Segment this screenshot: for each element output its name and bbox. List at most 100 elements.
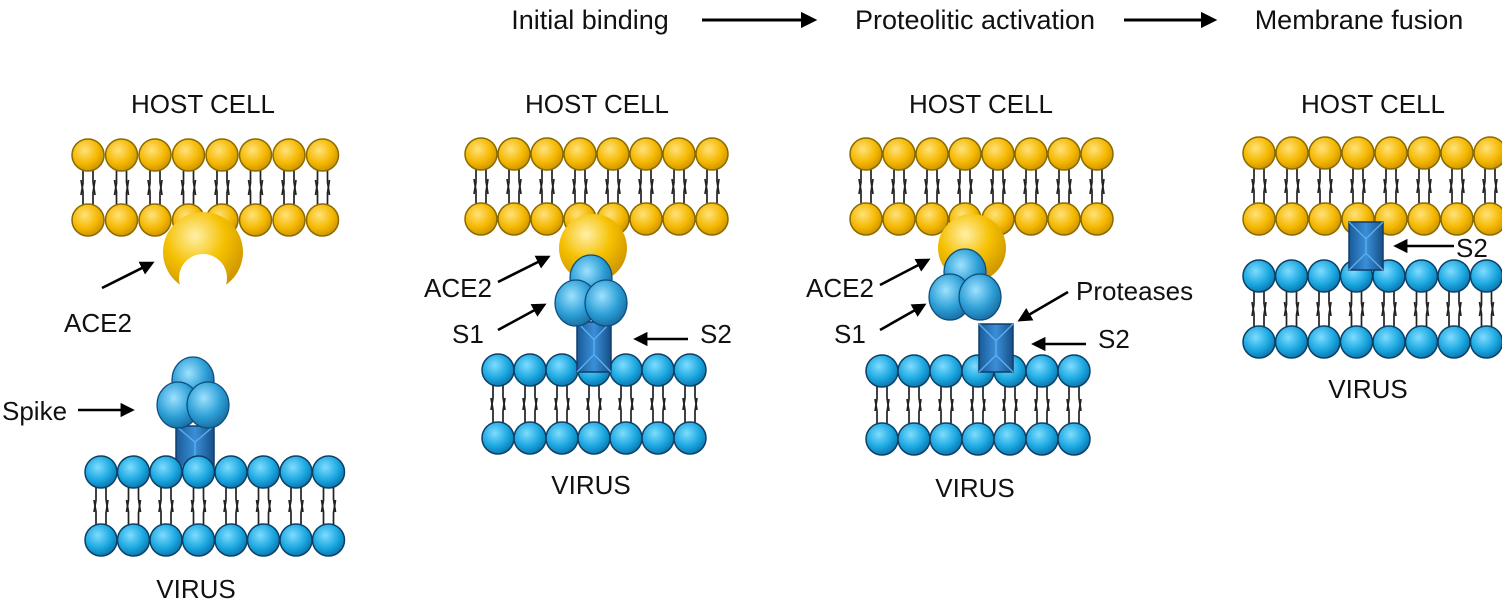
lipid-tail	[259, 169, 264, 196]
host-lipid-head	[71, 203, 105, 237]
host-lipid-head	[948, 137, 982, 171]
lipid-tail	[226, 169, 230, 196]
host-lipid-head	[530, 137, 564, 171]
virus-lipid-head	[116, 455, 151, 489]
lipid-tail	[300, 499, 304, 526]
lipid-tail	[891, 178, 895, 205]
lipid-tail	[190, 499, 195, 526]
lipid-tail	[1350, 167, 1354, 194]
virus-lipid-head	[545, 421, 579, 455]
lipid-tail	[683, 178, 687, 205]
spike-protein-2	[554, 254, 628, 373]
host-lipid-head	[1407, 202, 1441, 236]
lipid-tail	[159, 169, 163, 196]
lipid-tail	[1023, 178, 1027, 205]
lipid-tail	[566, 397, 570, 424]
lipid-tail	[485, 178, 489, 205]
lipid-tail	[1416, 167, 1420, 194]
lipid-tail	[662, 397, 666, 424]
lipid-tail	[650, 178, 654, 205]
lipid-tail	[170, 499, 174, 526]
s1-lobe	[958, 273, 1002, 321]
host-lipid-head	[104, 138, 139, 172]
proteases-label-3: Proteases	[1076, 276, 1193, 306]
host-lipid-head	[530, 202, 564, 236]
host-lipid-head	[1014, 137, 1048, 171]
lipid-tail	[506, 178, 510, 205]
lipid-tail	[214, 169, 218, 196]
lipid-tail	[1089, 168, 1093, 195]
virus-lipid-head	[673, 421, 707, 455]
host-lipid-head	[1080, 202, 1114, 236]
lipid-tail	[332, 499, 337, 526]
process-header: Initial binding Proteolitic activation M…	[511, 5, 1463, 35]
lipid-tail	[281, 169, 285, 196]
lipid-tail	[903, 178, 907, 205]
lipid-tail	[522, 397, 526, 424]
lipid-tail	[1381, 301, 1385, 328]
lipid-tail	[1283, 290, 1288, 317]
lipid-tail	[502, 397, 506, 424]
lipid-tail	[874, 398, 878, 425]
host-lipid-head	[305, 138, 340, 172]
host-lipid-head	[1080, 137, 1114, 171]
lipid-tail	[1284, 167, 1288, 194]
host-membrane-4	[1242, 136, 1502, 236]
lipid-tail	[1348, 290, 1353, 317]
lipid-tail	[1068, 168, 1072, 195]
lipid-tail	[617, 168, 621, 195]
ace2-label-1: ACE2	[64, 308, 132, 338]
s1-lobe	[584, 279, 628, 327]
virus-lipid-head	[149, 523, 183, 557]
virus-label-4: VIRUS	[1328, 374, 1407, 404]
virus-lipid-head	[897, 422, 931, 456]
host-lipid-head	[104, 203, 139, 237]
lipid-tail	[1416, 178, 1420, 205]
lipid-tail	[314, 169, 319, 196]
lipid-tail	[1284, 178, 1288, 205]
lipid-tail	[1350, 178, 1354, 205]
lipid-tail	[858, 178, 862, 205]
lipid-tail	[906, 398, 910, 425]
lipid-tail	[1348, 301, 1353, 328]
lipid-tail	[158, 499, 162, 526]
lipid-tail	[671, 168, 675, 195]
lipid-tail	[247, 169, 252, 196]
virus-lipid-head	[961, 422, 995, 456]
lipid-tail	[1046, 398, 1050, 425]
arrow-ace2-1	[101, 261, 155, 290]
virus-lipid-head	[246, 523, 281, 557]
lipid-tail	[918, 398, 922, 425]
host-cell-label-3: HOST CELL	[909, 89, 1053, 119]
spike-protein-3	[928, 248, 1014, 373]
virus-lipid-head	[513, 353, 547, 387]
virus-membrane-3	[865, 354, 1091, 456]
lipid-tail	[247, 179, 252, 206]
lipid-tail	[969, 178, 973, 205]
host-membrane-3	[849, 137, 1114, 236]
lipid-tail	[293, 179, 297, 206]
lipid-tail	[598, 397, 602, 424]
lipid-tail	[1317, 178, 1321, 205]
host-lipid-head	[497, 137, 531, 171]
virus-label-3: VIRUS	[935, 473, 1014, 503]
virus-lipid-head	[1469, 325, 1502, 359]
virus-lipid-head	[1242, 259, 1276, 293]
host-lipid-head	[1275, 136, 1309, 170]
lipid-tail	[1461, 178, 1465, 205]
lipid-tail	[1002, 398, 1006, 425]
lipid-tail	[682, 397, 686, 424]
lipid-tail	[630, 397, 634, 424]
lipid-tail	[858, 168, 862, 195]
lipid-tail	[192, 169, 197, 196]
panel-4-fusion: HOST CELL S2 VIRUS	[1242, 89, 1502, 404]
host-lipid-head	[1440, 202, 1474, 236]
lipid-tail	[586, 397, 590, 424]
s2-subunit	[978, 323, 1014, 373]
virus-lipid-head	[929, 422, 963, 456]
arrow-ace2-3	[879, 258, 931, 287]
lipid-tail	[1295, 301, 1300, 328]
host-membrane-1	[71, 138, 340, 237]
lipid-tail	[1446, 301, 1450, 328]
lipid-tail	[226, 179, 230, 206]
